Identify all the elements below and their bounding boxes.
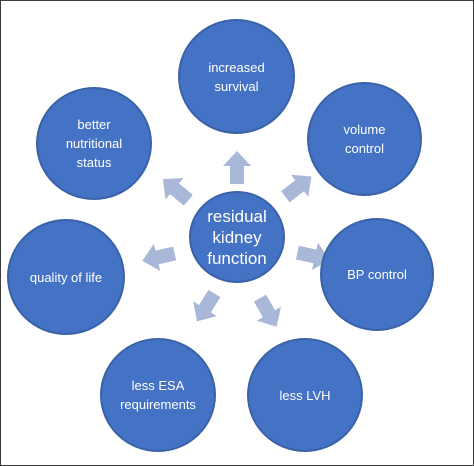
node-label: better nutritional status <box>65 117 123 170</box>
node-label: less LVH <box>279 387 331 403</box>
arrow-to-increased-survival <box>223 151 251 184</box>
node-less-lvh: less LVH <box>247 338 363 452</box>
arrow-to-better-nutritional-status <box>163 178 193 206</box>
node-less-esa-requirements: less ESA requirements <box>100 338 216 452</box>
node-residual-kidney-function: residual kidney function <box>189 191 285 283</box>
node-better-nutritional-status: better nutritional status <box>36 87 152 200</box>
node-increased-survival: increased survival <box>178 19 295 134</box>
arrow-to-less-esa-requirements <box>193 289 221 322</box>
node-quality-of-life: quality of life <box>7 219 125 335</box>
node-label: less ESA requirements <box>120 378 196 412</box>
node-volume-control: volume control <box>307 82 422 196</box>
node-label: quality of life <box>29 269 103 285</box>
center-label: residual kidney function <box>207 206 267 268</box>
arrow-to-less-lvh <box>253 294 282 327</box>
node-label: volume control <box>343 122 386 156</box>
arrow-to-volume-control <box>281 174 312 203</box>
arrow-to-quality-of-life <box>142 243 177 272</box>
node-label: BP control <box>347 267 407 282</box>
node-bp-control: BP control <box>320 218 434 331</box>
node-label: increased survival <box>208 59 265 94</box>
